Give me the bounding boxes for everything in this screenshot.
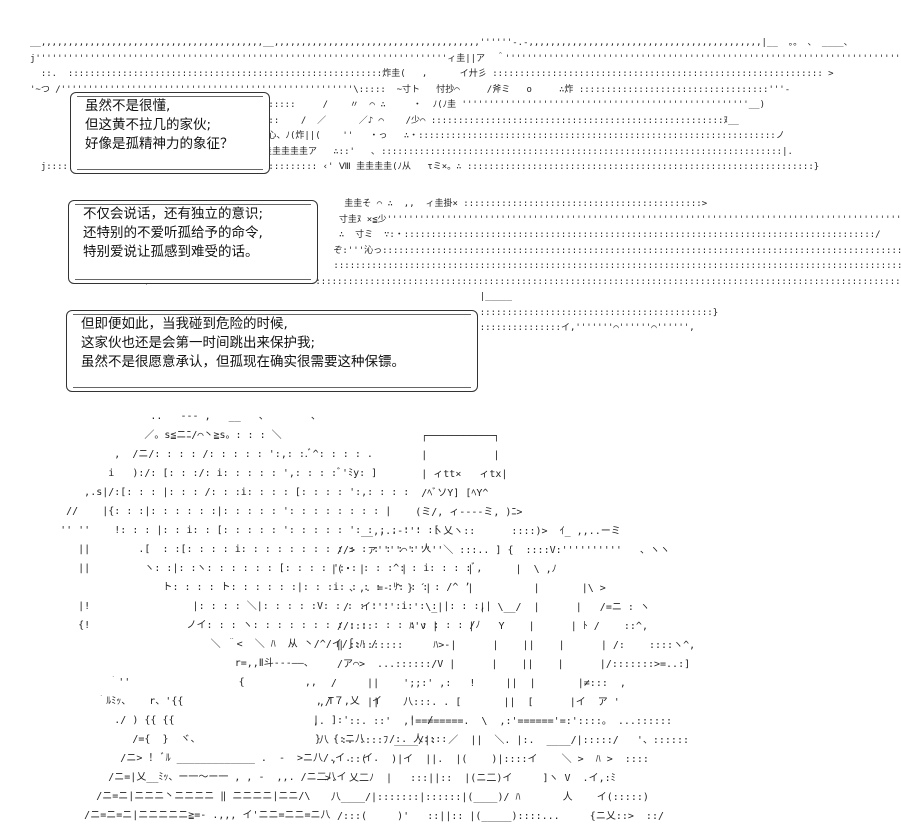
ascii-art-line: ,. ::. ::' ,'========. \ ,:'======'=:'::… bbox=[60, 716, 673, 727]
bubble-2-line-3: 特别爱说让孤感到难受的话。 bbox=[83, 244, 259, 260]
bubble-1-line-2: 但这黄不拉几的家伙; bbox=[85, 117, 212, 133]
ascii-art-line: // |{: : :|: : : : : :|: : : : : ': : : … bbox=[30, 506, 392, 517]
ascii-art-line: 八____/|:::::::|::::::|(____)/ ﾊ 人 イ(::::… bbox=[60, 792, 649, 803]
ascii-art-line: /ニ> ！ ﾞﾙ _____________ . - >ニ八/.イ. イ. bbox=[30, 753, 380, 764]
ascii-art-line: 八 :. ::::ﾌ ____/|: ／ || ＼. |:. ____/|:::… bbox=[60, 735, 689, 746]
ascii-art-line: ::::::::::::::::::::::::::::::::::::::::… bbox=[479, 307, 719, 318]
ascii-art-line: /ﾍﾞソY] [ﾍY^ bbox=[60, 488, 489, 499]
ascii-art-line: __,,..-''' ヽ乂ヽ:: ::::)> ｲ_ ,,..ーミ bbox=[60, 526, 621, 537]
ascii-art-line: /ニ=ニ=ニ|ニニニニニ≧=- .,,, イ'ニニ=ニニ=ニ八 bbox=[30, 810, 331, 821]
ascii-art-line: ＼:::::::::::::::::::::::::::::::::::::::… bbox=[138, 276, 901, 287]
ascii-art-line: ＼ ＾< ＼ ﾊ 从 丶/^/イ/∫:ﾊ / bbox=[30, 639, 377, 650]
ascii-art-line: 、,. =- ^ } ´| | | |\ > bbox=[60, 583, 606, 594]
ascii-art-line: {! ノイ: : : ヽ: : : : : : : : : : : : : : … bbox=[30, 620, 481, 631]
bubble-2-line-1: 不仅会说话，还有独立的意识; bbox=[83, 206, 264, 222]
speech-bubble-2: 不仅会说话，还有独立的意识; 还特别的不爱听孤给予的命令, 特别爱说让孤感到难受… bbox=[68, 200, 318, 284]
bubble-3-line-1: 但即便如此，当我碰到危险的时候, bbox=[81, 316, 288, 332]
ascii-art-line: /ニ=ニ|ニニニ丶ニニニニ ‖ ニニニニ|ニニ/\ bbox=[30, 791, 311, 802]
ascii-art-line: 圭圭そ ⌒ ∴ ,, ィ圭掛× ::::::::::::::::::::::::… bbox=[30, 199, 708, 209]
ascii-art-line: | | bbox=[60, 450, 500, 461]
ascii-art-line: ::. ::::::::::::::::::::::::::::::::::::… bbox=[30, 69, 834, 79]
ascii-art-line: :::::::::::::::イ,'''''''⌒''''''⌒'''''', bbox=[479, 323, 695, 333]
ascii-art-line: /ア⌒> ...::::::/V | | || | |/:::::::>=..:… bbox=[60, 659, 691, 670]
ascii-art-line: ト: : : : ト: : : : : :|: : :i: : : : :ﾘ: … bbox=[30, 582, 471, 593]
ascii-art-line: ／。s≦ニﾆ/⌒丶≧s。: : : ＼ bbox=[30, 430, 282, 441]
ascii-art-line: , /ニ/: : : : /: : : : : ':,: :.ﾞ^: : : :… bbox=[30, 449, 373, 460]
ascii-art-line: (ミ/, ィ----ミ, )ﾆ> bbox=[60, 507, 523, 518]
ascii-art-line: / || ';;:' ,: ! || | |≠::: , bbox=[60, 678, 626, 689]
ascii-art-line: ./ ) {{ {{ | ]:' | / bbox=[30, 715, 434, 726]
bubble-3-line-3: 虽然不是很愿意承认，但孤现在确实很需要这种保镖。 bbox=[81, 354, 405, 370]
ascii-art-line: |! |: : : : ＼|: : : : :V: : : : : : :i: … bbox=[30, 601, 492, 612]
speech-bubble-1: 虽然不是很懂, 但这黄不拉几的家伙; 好像是孤精神力的象征？ bbox=[70, 92, 270, 174]
ascii-art-line: ‖ ::::::::: ﾊ>-| | || | | /: ::::ヽ^, bbox=[60, 640, 696, 651]
ascii-art-line: ::::::::::::::::::::::::::::::::::::::::… bbox=[30, 261, 901, 271]
ascii-art-line: ぞ:'''沁っ:::::::::::::::::::::::::::::::::… bbox=[30, 245, 901, 256]
ascii-art-line: ┌───────────┐ bbox=[60, 431, 500, 442]
ascii-art-line: |_____ bbox=[30, 292, 513, 302]
ascii-art-line: || ヽ: :|: :ヽ: : : : : : [: : : : ': : : … bbox=[30, 563, 483, 574]
ascii-art-line: /ニ=|乂__ﾐｯ、ー一～ー一 , , - ,,. /ニ二八イ bbox=[30, 772, 347, 783]
ascii-art-line: ,/ || 八:::. . [ || [ |イ ア ' bbox=[60, 697, 632, 708]
ascii-art-line: 寸圭ﾇ ×≦少'''''''''''''''''''''''''''''''''… bbox=[338, 214, 901, 225]
ascii-art-line: ｀ﾙﾐｯ、 r、'{{ , T７,乂 イ bbox=[30, 696, 382, 707]
ascii-art-line: /={ } ヾ、 } {:ニ八 /:. 人:::: bbox=[30, 734, 448, 745]
bubble-2-line-2: 还特别的不爱听孤给予的命令, bbox=[83, 225, 263, 241]
ascii-art-line: /:::( )' ::||:: |(_____)::::... {ニ乂::> :… bbox=[60, 811, 664, 822]
bubble-3-line-2: 这家伙也还是会第一时间跳出来保护我; bbox=[81, 335, 316, 351]
ascii-art-line: , ::( )|イ ||. |( )|::::イ ＼ > ﾊ > :::: bbox=[60, 754, 649, 765]
ascii-art-line: //> ァ''''⌒''''''＼ :::.. ] { ::::V:''''''… bbox=[60, 545, 670, 556]
ascii-art-line: ｀'' { ,, bbox=[30, 677, 317, 688]
ascii-art-line: r=,,Ⅱ斗---――、 bbox=[30, 658, 314, 669]
ascii-art-line: .. --- , __ 、 、 bbox=[30, 411, 321, 422]
ascii-art-line: '' '' !: : : |: : i: : [: : : : : ': : :… bbox=[30, 525, 440, 536]
ascii-art-line: / イ'''' ' \_| | \__/ | | /=ニ : ヽ bbox=[60, 602, 650, 613]
bubble-1-line-3: 好像是孤精神力的象征？ bbox=[85, 136, 234, 152]
ascii-art-line: :ﾉ心、ﾉ(炸||( '' ・っ ∴・:::::::::::::::::::::… bbox=[30, 131, 785, 141]
ascii-art-line: ,.s|/:[: : : |: : : /: : :i: : : : [: : … bbox=[30, 487, 410, 498]
ascii-art-line: '~つ /'''''''''''''''''''''''''''''''''''… bbox=[30, 84, 791, 95]
ascii-art-line: | ィtt× ィtx| bbox=[60, 469, 508, 480]
ascii-art-line: i ):/: [: : :/: i: : : : : ',: : : :ﾞ'ﾐy… bbox=[30, 468, 378, 479]
ascii-art-line: >. 乂二ﾉ | :::||:: |(ニ二)イ ]ヽ V .イ,:ﾐ bbox=[60, 773, 616, 784]
bubble-1-line-1: 虽然不是很懂, bbox=[85, 98, 171, 114]
ascii-art-line: )圭圭圭圭圭ア ∴::' ､ :::::::::::::::::::::::::… bbox=[30, 146, 793, 157]
ascii-art-line: j'''''''''''''''''''''''''''''''''''''''… bbox=[30, 53, 901, 64]
ascii-art-line: //:::: ﾊ'v | | Y | | ﾄ / ::^, bbox=[60, 621, 648, 632]
ascii-art-line: ∴ 寸ミ ∵:・::::::::::::::::::::::::::::::::… bbox=[30, 230, 881, 240]
ascii-art-line: __,,,,,,,,,,,,,,,,,,,,,,,,,,,,,,,,,,,,,,… bbox=[30, 38, 853, 48]
ascii-art-line: || .[ : :[: : : : i: : : : : : : : : : :… bbox=[30, 544, 432, 555]
ascii-art-line: ::::::: / 〃 ⌒ ∴ ・ ﾉ(ﾉ圭 '''''''''''''''''… bbox=[30, 100, 765, 110]
ascii-art-line: |(・ | | | | \ ,ﾉ bbox=[60, 564, 557, 575]
speech-bubble-3: 但即便如此，当我碰到危险的时候, 这家伙也还是会第一时间跳出来保护我; 虽然不是… bbox=[66, 310, 478, 392]
